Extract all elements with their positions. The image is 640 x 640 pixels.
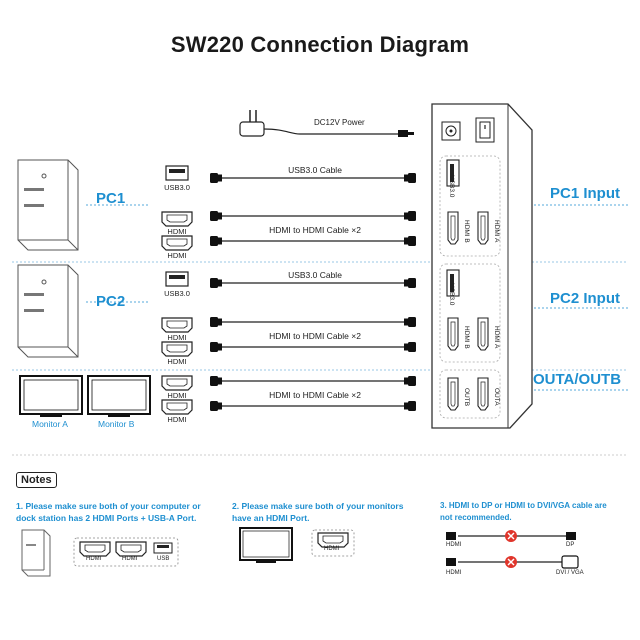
note2-monitor-icon — [239, 527, 293, 563]
note-3: 3. HDMI to DP or HDMI to DVI/VGA cable a… — [440, 500, 636, 524]
pc1-hdmi1-port-label: HDMI — [167, 227, 187, 236]
pc1-input-label: PC1 Input — [550, 185, 620, 202]
sw220-switch-body — [431, 103, 533, 429]
power-adapter-icon — [239, 110, 414, 137]
sw-pc2-hdmia-label: HDMI A — [493, 326, 500, 349]
note1-port-usb: USB — [157, 556, 170, 562]
power-label: DC12V Power — [314, 118, 365, 127]
note3-row2-left: HDMI — [446, 570, 462, 576]
note-2-line2: have an HDMI Port. — [232, 513, 310, 523]
diagram-title: SW220 Connection Diagram — [170, 32, 470, 57]
monitor-b-label: Monitor B — [98, 419, 135, 429]
note3-row2-right: DVI / VGA — [556, 570, 584, 576]
note-1-line2: dock station has 2 HDMI Ports + USB-A Po… — [16, 513, 197, 523]
pc2-hdmi2-port-label: HDMI — [167, 357, 187, 366]
pc1-hdmi-cable-label: HDMI to HDMI Cable ×2 — [269, 225, 361, 235]
pc2-tower-icon — [17, 264, 79, 358]
monitor-b-icon — [87, 375, 151, 417]
note-1-line1: 1. Please make sure both of your compute… — [16, 501, 201, 511]
notes-heading: Notes — [16, 472, 57, 488]
pc1-tower-icon — [17, 159, 79, 251]
sw-outa-label: OUTA — [493, 388, 500, 406]
note1-port-hdmi1: HDMI — [86, 556, 102, 562]
pc2-hdmi1-port-label: HDMI — [167, 333, 187, 342]
note3-row1-left: HDMI — [446, 542, 462, 548]
out-label: OUTA/OUTB — [533, 371, 622, 388]
note-1: 1. Please make sure both of your compute… — [16, 500, 226, 524]
mon-b-hdmi-port-label: HDMI — [167, 415, 187, 424]
monitor-a-icon — [19, 375, 83, 417]
note2-port-hdmi: HDMI — [324, 546, 340, 552]
note3-row1-right: DP — [566, 542, 575, 548]
pc2-usb-port-label: USB3.0 — [164, 289, 190, 298]
pc2-hdmi-cable-label: HDMI to HDMI Cable ×2 — [269, 331, 361, 341]
sw-pc1-hdmib-label: HDMI B — [463, 220, 470, 243]
pc1-label: PC1 — [96, 190, 126, 207]
pc1-usb-cable-label: USB3.0 Cable — [288, 165, 342, 175]
pc2-label: PC2 — [96, 293, 126, 310]
note1-tower-icon — [21, 529, 51, 577]
sw-pc1-hdmia-label: HDMI A — [493, 220, 500, 243]
sw-pc2-usb-label: USB3.0 — [448, 283, 455, 306]
note3-cable-rows — [446, 530, 579, 569]
note1-port-hdmi2: HDMI — [122, 556, 138, 562]
pc2-usb-cable-label: USB3.0 Cable — [288, 270, 342, 280]
sw-outb-label: OUTB — [463, 388, 470, 407]
note-2-line1: 2. Please make sure both of your monitor… — [232, 501, 404, 511]
note-3-line1: 3. HDMI to DP or HDMI to DVI/VGA cable a… — [440, 501, 607, 510]
pc1-usb-port-label: USB3.0 — [164, 183, 190, 192]
pc2-input-label: PC2 Input — [550, 290, 620, 307]
monitor-a-label: Monitor A — [32, 419, 68, 429]
mon-a-hdmi-port-label: HDMI — [167, 391, 187, 400]
sw-pc1-usb-label: USB3.0 — [448, 175, 455, 198]
out-hdmi-cable-label: HDMI to HDMI Cable ×2 — [269, 390, 361, 400]
sw-pc2-hdmib-label: HDMI B — [463, 326, 470, 349]
note-3-line2: not recommended. — [440, 513, 512, 522]
note-2: 2. Please make sure both of your monitor… — [232, 500, 432, 524]
pc1-hdmi2-port-label: HDMI — [167, 251, 187, 260]
